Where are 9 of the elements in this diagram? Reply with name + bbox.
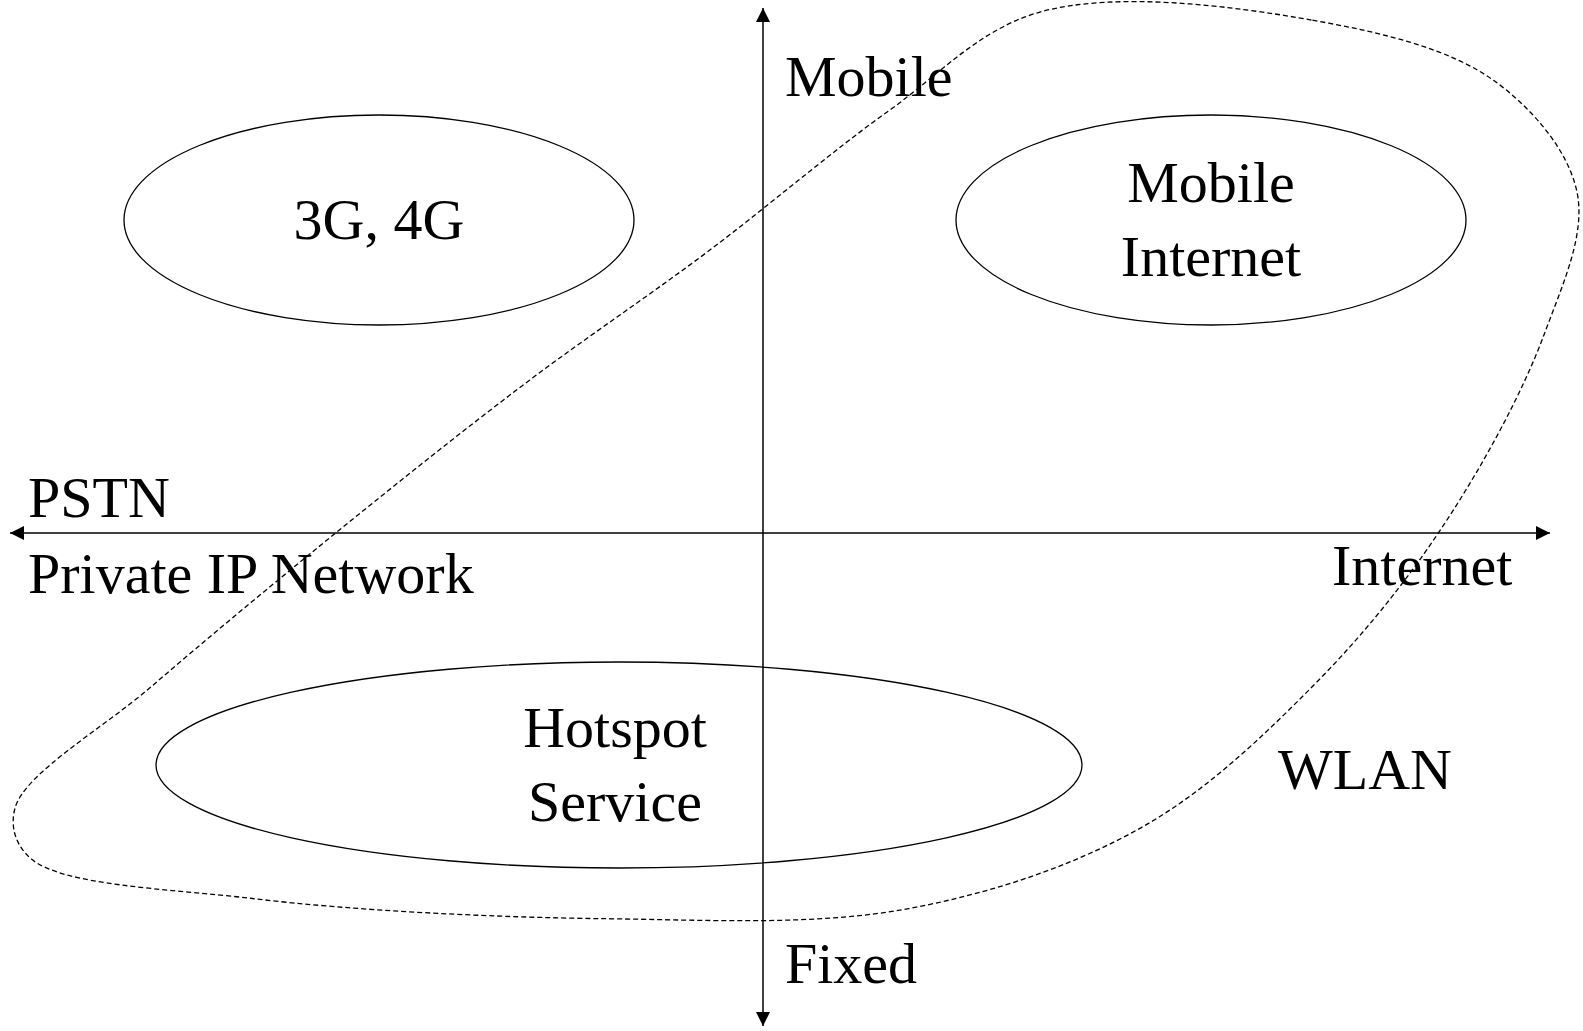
axis-label: Private IP Network bbox=[28, 542, 474, 606]
axis-label: Mobile bbox=[785, 45, 953, 109]
node-label: 3G, 4G bbox=[292, 186, 466, 254]
node-label: Hotspot Service bbox=[522, 694, 708, 836]
node-label: Mobile Internet bbox=[1119, 149, 1303, 291]
axis-label: Internet bbox=[1332, 534, 1513, 598]
node-label: WLAN bbox=[1277, 736, 1453, 804]
axis-label: Fixed bbox=[785, 932, 918, 996]
axis-label: PSTN bbox=[28, 466, 170, 530]
